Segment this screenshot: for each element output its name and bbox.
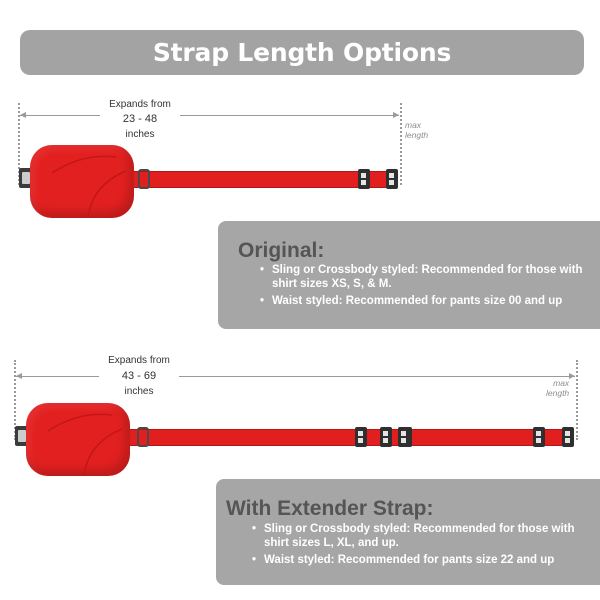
end-clip-buckle	[386, 169, 398, 189]
extender-adjuster-buckle	[533, 427, 545, 447]
pouch-seam-icon	[47, 413, 123, 476]
original-info-box: Original: Sling or Crossbody styled: Rec…	[218, 221, 600, 329]
adjuster-buckle	[355, 427, 367, 447]
strap-band	[130, 171, 395, 188]
list-item: Sling or Crossbody styled: Recommended f…	[258, 263, 598, 291]
unit-text: inches	[124, 386, 154, 397]
strap-band	[125, 429, 400, 446]
pouch-seam-icon	[51, 155, 127, 218]
adjuster-buckle	[358, 169, 370, 189]
left-guide-line	[14, 360, 16, 440]
extender-end-clip	[562, 427, 574, 447]
expands-from-text: Expands from	[108, 355, 170, 366]
extender-bullet-list: Sling or Crossbody styled: Recommended f…	[250, 522, 596, 570]
pouch	[30, 145, 134, 218]
range-text: 43 - 69	[121, 370, 157, 382]
extender-strap-band	[410, 429, 570, 446]
strap-end-clip-left	[19, 168, 33, 188]
expands-from-text: Expands from	[109, 99, 171, 110]
left-guide-line	[18, 103, 20, 185]
max-length-label: max length	[546, 378, 570, 398]
arrow-left-icon	[16, 373, 22, 379]
dimension-line	[20, 115, 399, 116]
strap-end-clip-left	[15, 426, 29, 446]
strap-ring	[137, 427, 149, 447]
pouch	[26, 403, 130, 476]
end-clip-buckle	[380, 427, 392, 447]
length-label: Expands from 23 - 48 inches	[100, 98, 180, 141]
arrow-left-icon	[20, 112, 26, 118]
right-guide-line	[576, 360, 578, 440]
extender-info-box: With Extender Strap: Sling or Crossbody …	[216, 479, 600, 585]
list-item: Waist styled: Recommended for pants size…	[258, 294, 598, 308]
unit-text: inches	[125, 129, 155, 140]
arrow-right-icon	[569, 373, 575, 379]
page-title: Strap Length Options	[152, 38, 452, 67]
original-dimension: Expands from 23 - 48 inches max length	[0, 95, 600, 195]
title-banner: Strap Length Options	[20, 30, 584, 75]
dimension-line	[16, 376, 575, 377]
original-bullet-list: Sling or Crossbody styled: Recommended f…	[258, 263, 598, 311]
extender-strap-illustration	[0, 398, 600, 478]
list-item: Waist styled: Recommended for pants size…	[250, 553, 596, 567]
extender-dimension: Expands from 43 - 69 inches max length	[0, 350, 600, 450]
max-length-label: max length	[405, 120, 429, 140]
range-text: 23 - 48	[122, 113, 158, 125]
original-heading: Original:	[238, 239, 325, 262]
original-strap-illustration	[0, 140, 420, 220]
arrow-right-icon	[393, 112, 399, 118]
extender-clip-buckle	[398, 427, 412, 447]
right-guide-line	[400, 103, 402, 185]
length-label: Expands from 43 - 69 inches	[99, 354, 179, 398]
extender-heading: With Extender Strap:	[226, 497, 434, 520]
strap-ring	[138, 169, 150, 189]
list-item: Sling or Crossbody styled: Recommended f…	[250, 522, 596, 550]
